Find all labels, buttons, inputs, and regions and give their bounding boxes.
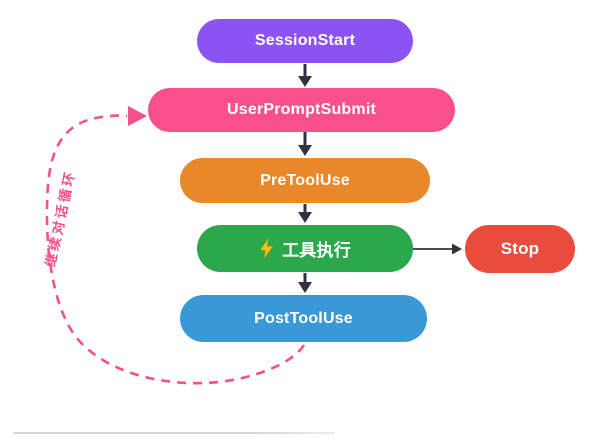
arrow-pretool-to-exec bbox=[298, 204, 312, 223]
node-stop: Stop bbox=[465, 225, 575, 273]
node-pre-tool-use-label: PreToolUse bbox=[260, 171, 350, 189]
node-session-start-label: SessionStart bbox=[254, 32, 356, 49]
node-post-tool-use-label: PostToolUse bbox=[254, 309, 353, 327]
lightning-bolt-icon bbox=[259, 239, 274, 258]
arrow-prompt-to-pretool bbox=[298, 132, 312, 156]
node-user-prompt-submit-label: UserPromptSubmit bbox=[227, 101, 376, 118]
arrow-exec-to-stop bbox=[413, 243, 462, 255]
node-session-start: SessionStart bbox=[197, 19, 413, 63]
node-post-tool-use: PostToolUse bbox=[180, 295, 427, 342]
bottom-divider bbox=[13, 432, 335, 434]
node-tool-execution: 工具执行 bbox=[197, 225, 413, 272]
node-tool-execution-label: 工具执行 bbox=[282, 241, 351, 260]
arrow-session-to-prompt bbox=[298, 64, 312, 87]
loop-arrowhead-icon bbox=[128, 106, 147, 126]
arrow-exec-to-posttool bbox=[298, 273, 312, 293]
node-stop-label: Stop bbox=[500, 239, 540, 258]
node-pre-tool-use: PreToolUse bbox=[180, 158, 430, 203]
node-user-prompt-submit: UserPromptSubmit bbox=[148, 88, 455, 132]
loop-label: 继续对话循环 bbox=[42, 168, 79, 269]
